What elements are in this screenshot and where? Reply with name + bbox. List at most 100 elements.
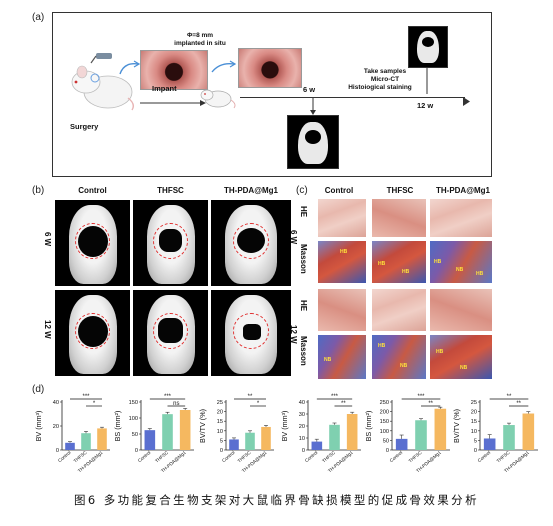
y-tick-label: 5: [220, 438, 223, 444]
histo-he-control-6w: [318, 199, 366, 237]
bar: [311, 441, 323, 450]
b-row-12w: 12 W: [43, 320, 52, 339]
panel-b-letter: (b): [32, 185, 45, 196]
y-tick-label: 40: [53, 400, 59, 406]
week6-label: 6 w: [303, 85, 316, 94]
y-tick-label: 200: [380, 410, 389, 416]
bar: [245, 432, 255, 450]
rat-icon: [198, 84, 238, 110]
implant-photo: [140, 50, 208, 90]
histo-he-thpda-6w: [430, 199, 492, 237]
sig-label: **: [248, 394, 253, 400]
x-tick-label: THFSC: [408, 449, 423, 463]
b-col-control: Control: [78, 186, 107, 195]
c-stain-masson-1: Masson: [299, 244, 308, 274]
y-axis-label: BV/TV (%): [452, 409, 461, 443]
bar: [395, 438, 408, 450]
y-tick-label: 15: [471, 419, 477, 425]
sig-label: ***: [331, 394, 339, 400]
y-axis-label: BS (mm²): [113, 411, 122, 442]
timeline-arrowhead: [463, 93, 471, 111]
ct-12w-image: [408, 26, 448, 68]
histo-masson-control-6w: HB: [318, 241, 366, 283]
sig-label: **: [428, 401, 433, 407]
y-tick-label: 150: [380, 419, 389, 425]
y-tick-label: 30: [299, 412, 305, 418]
y-tick-label: 100: [129, 416, 138, 422]
histo-masson-control-12w: NB: [318, 335, 366, 379]
bar: [229, 439, 239, 450]
sig-label: **: [341, 401, 346, 407]
ct-thpda-6w: [211, 200, 291, 286]
sig-label: **: [507, 394, 512, 400]
x-tick-label: Control: [137, 450, 152, 463]
ct-control-12w: [55, 290, 130, 376]
histo-he-control-12w: [318, 289, 366, 331]
y-tick-label: 5: [474, 438, 477, 444]
y-tick-label: 20: [217, 410, 223, 416]
y-tick-label: 20: [471, 410, 477, 416]
y-tick-label: 10: [299, 436, 305, 442]
hb-label: HB: [476, 271, 484, 277]
ct-control-6w: [55, 200, 130, 286]
ct-thpda-12w: [211, 290, 291, 376]
histo-masson-thpda-12w: HB NB: [430, 335, 492, 379]
x-tick-label: THFSC: [496, 449, 511, 463]
sig-label: ***: [164, 394, 172, 400]
bar: [415, 420, 427, 450]
sig-label: **: [516, 401, 521, 407]
x-tick-label: Control: [477, 450, 492, 463]
sig-label: ***: [417, 394, 425, 400]
week6-arrow: [309, 98, 317, 121]
bar: [179, 410, 191, 450]
histo-he-thfsc-6w: [372, 199, 426, 237]
c-col-thpda: TH-PDA@Mg1: [435, 186, 491, 195]
implanted-photo: [238, 48, 302, 88]
y-tick-label: 100: [380, 429, 389, 435]
bar: [329, 424, 340, 450]
implant-note-1: Φ=8 mm: [186, 32, 214, 39]
b-row-6w: 6 W: [43, 232, 52, 247]
y-tick-label: 20: [53, 424, 59, 430]
y-tick-label: 20: [299, 424, 305, 430]
panel-a-letter: (a): [32, 12, 45, 23]
y-tick-label: 25: [471, 400, 477, 406]
hb-label: HB: [340, 249, 348, 255]
arrow-to-photo: [118, 60, 141, 81]
panel-c-letter: (c): [296, 185, 308, 196]
x-tick-label: THFSC: [154, 449, 169, 463]
sig-label: ns: [173, 401, 179, 407]
c-stain-masson-2: Masson: [299, 336, 308, 366]
hb-label: HB: [434, 259, 442, 265]
c-week-6w: 6 W: [289, 230, 298, 245]
y-tick-label: 0: [302, 448, 305, 454]
x-tick-label: Control: [221, 450, 236, 463]
histo-he-thfsc-12w: [372, 289, 426, 331]
arrow-to-photo-2: [210, 60, 237, 79]
c-stain-he-2: HE: [299, 300, 308, 312]
bar: [261, 426, 271, 450]
b-col-thfsc: THFSC: [157, 186, 184, 195]
hb-label: HB: [378, 343, 386, 349]
y-axis-label: BS (mm²): [364, 411, 373, 442]
x-tick-label: Control: [57, 450, 72, 463]
bar: [434, 408, 447, 450]
sample-line-2: Micro-CT: [370, 76, 400, 83]
ct-thfsc-6w: [133, 200, 208, 286]
bar: [162, 414, 173, 450]
x-tick-label: Control: [389, 450, 404, 463]
b-col-thpda: TH-PDA@Mg1: [223, 186, 279, 195]
bar: [97, 428, 107, 450]
nb-label: NB: [400, 363, 408, 369]
ct-thfsc-12w: [133, 290, 208, 376]
bar: [81, 433, 91, 450]
bar: [483, 438, 496, 450]
y-axis-label: BV (mm³): [34, 411, 43, 442]
hb-label: HB: [378, 261, 386, 267]
y-tick-label: 0: [56, 448, 59, 454]
y-tick-label: 25: [217, 400, 223, 406]
bar: [522, 413, 535, 450]
